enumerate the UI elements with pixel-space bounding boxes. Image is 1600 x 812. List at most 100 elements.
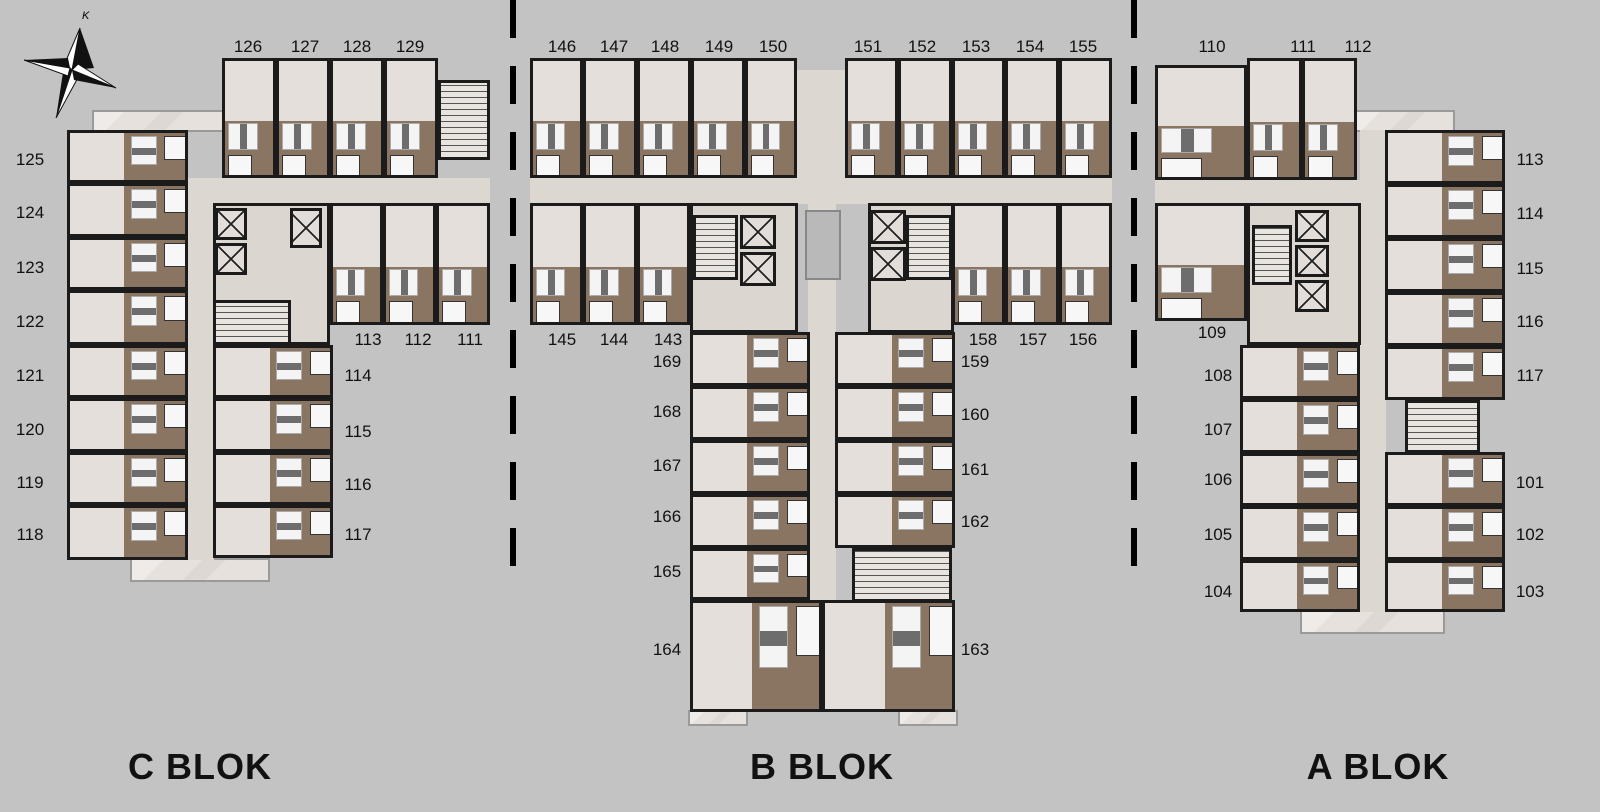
unit-c-114[interactable]	[213, 345, 333, 398]
unit-a-115[interactable]	[1385, 238, 1505, 292]
unit-b-145[interactable]	[530, 203, 583, 325]
unit-c-113[interactable]	[330, 203, 383, 325]
unit-number-label: 163	[960, 640, 990, 659]
unit-b-148[interactable]	[637, 58, 691, 178]
bathroom-icon	[589, 154, 614, 175]
unit-number-label: 145	[547, 330, 577, 349]
unit-c-124[interactable]	[67, 183, 188, 237]
unit-b-164[interactable]	[690, 600, 822, 712]
unit-a-107[interactable]	[1240, 399, 1360, 453]
unit-c-122[interactable]	[67, 290, 188, 345]
unit-b-169[interactable]	[690, 332, 810, 386]
unit-c-115[interactable]	[213, 398, 333, 452]
bed-icon	[1448, 298, 1475, 328]
unit-b-157[interactable]	[1005, 203, 1059, 325]
unit-b-161[interactable]	[835, 440, 955, 494]
unit-number-label: 147	[599, 37, 629, 56]
unit-b-149[interactable]	[691, 58, 745, 178]
unit-b-163[interactable]	[822, 600, 955, 712]
unit-c-126[interactable]	[222, 58, 276, 178]
unit-a-105[interactable]	[1240, 506, 1360, 560]
bed-icon	[898, 392, 925, 422]
bed-icon	[1448, 352, 1475, 382]
bed-icon	[130, 296, 158, 327]
bathroom-icon	[786, 500, 807, 525]
unit-number-label: 146	[547, 37, 577, 56]
unit-b-146[interactable]	[530, 58, 583, 178]
unit-number-label: 122	[15, 312, 45, 331]
bathroom-icon	[389, 301, 413, 322]
unit-b-143[interactable]	[637, 203, 690, 325]
unit-b-156[interactable]	[1059, 203, 1112, 325]
unit-b-167[interactable]	[690, 440, 810, 494]
unit-c-119[interactable]	[67, 452, 188, 505]
unit-b-162[interactable]	[835, 494, 955, 548]
unit-b-159[interactable]	[835, 332, 955, 386]
bed-icon	[389, 269, 419, 297]
unit-b-155[interactable]	[1059, 58, 1112, 178]
unit-a-112[interactable]	[1302, 58, 1357, 180]
bathroom-icon	[1336, 351, 1357, 376]
bathroom-icon	[931, 338, 952, 363]
bed-icon	[1448, 458, 1475, 488]
bathroom-icon	[164, 296, 185, 321]
unit-c-120[interactable]	[67, 398, 188, 452]
b-corridor-horizontal	[530, 178, 1112, 204]
unit-b-166[interactable]	[690, 494, 810, 548]
compass-north-label: K	[82, 10, 90, 22]
unit-c-111[interactable]	[436, 203, 490, 325]
bathroom-icon	[1065, 301, 1089, 322]
unit-c-128[interactable]	[330, 58, 384, 178]
unit-b-153[interactable]	[952, 58, 1005, 178]
bed-icon	[904, 123, 934, 150]
unit-a-108[interactable]	[1240, 345, 1360, 399]
unit-a-113[interactable]	[1385, 130, 1505, 184]
unit-b-154[interactable]	[1005, 58, 1059, 178]
unit-c-125[interactable]	[67, 130, 188, 183]
bathroom-icon	[1336, 405, 1357, 430]
unit-c-116[interactable]	[213, 452, 333, 505]
unit-c-118[interactable]	[67, 505, 188, 560]
bed-icon	[336, 123, 366, 150]
unit-a-117[interactable]	[1385, 346, 1505, 400]
unit-a-104[interactable]	[1240, 560, 1360, 612]
unit-number-label: 114	[344, 366, 372, 385]
unit-c-127[interactable]	[276, 58, 330, 178]
unit-c-129[interactable]	[384, 58, 438, 178]
unit-b-150[interactable]	[745, 58, 797, 178]
unit-b-151[interactable]	[845, 58, 898, 178]
block-name-c: C BLOK	[128, 746, 272, 787]
unit-b-165[interactable]	[690, 548, 810, 600]
bed-icon	[759, 606, 789, 668]
unit-c-117[interactable]	[213, 505, 333, 558]
unit-b-168[interactable]	[690, 386, 810, 440]
unit-b-160[interactable]	[835, 386, 955, 440]
unit-a-111[interactable]	[1247, 58, 1302, 180]
unit-c-123[interactable]	[67, 237, 188, 290]
unit-a-114[interactable]	[1385, 184, 1505, 238]
unit-number-label: 126	[233, 37, 263, 56]
unit-number-label: 112	[1344, 37, 1372, 56]
unit-b-158[interactable]	[952, 203, 1005, 325]
unit-a-101[interactable]	[1385, 452, 1505, 506]
unit-a-106[interactable]	[1240, 453, 1360, 506]
unit-number-label: 160	[960, 405, 990, 424]
unit-a-102[interactable]	[1385, 506, 1505, 560]
unit-c-121[interactable]	[67, 345, 188, 398]
unit-b-147[interactable]	[583, 58, 637, 178]
bathroom-icon	[336, 154, 361, 175]
bed-icon	[643, 269, 673, 297]
bathroom-icon	[1161, 298, 1203, 318]
unit-a-109[interactable]	[1155, 203, 1247, 321]
unit-a-116[interactable]	[1385, 292, 1505, 346]
unit-a-103[interactable]	[1385, 560, 1505, 612]
unit-c-112[interactable]	[383, 203, 436, 325]
unit-number-label: 151	[853, 37, 883, 56]
unit-b-144[interactable]	[583, 203, 637, 325]
unit-a-110[interactable]	[1155, 65, 1247, 180]
bathroom-icon	[536, 301, 560, 322]
unit-b-152[interactable]	[898, 58, 952, 178]
c-lift	[215, 208, 247, 240]
bed-icon	[536, 269, 566, 297]
b-stair	[693, 215, 738, 280]
